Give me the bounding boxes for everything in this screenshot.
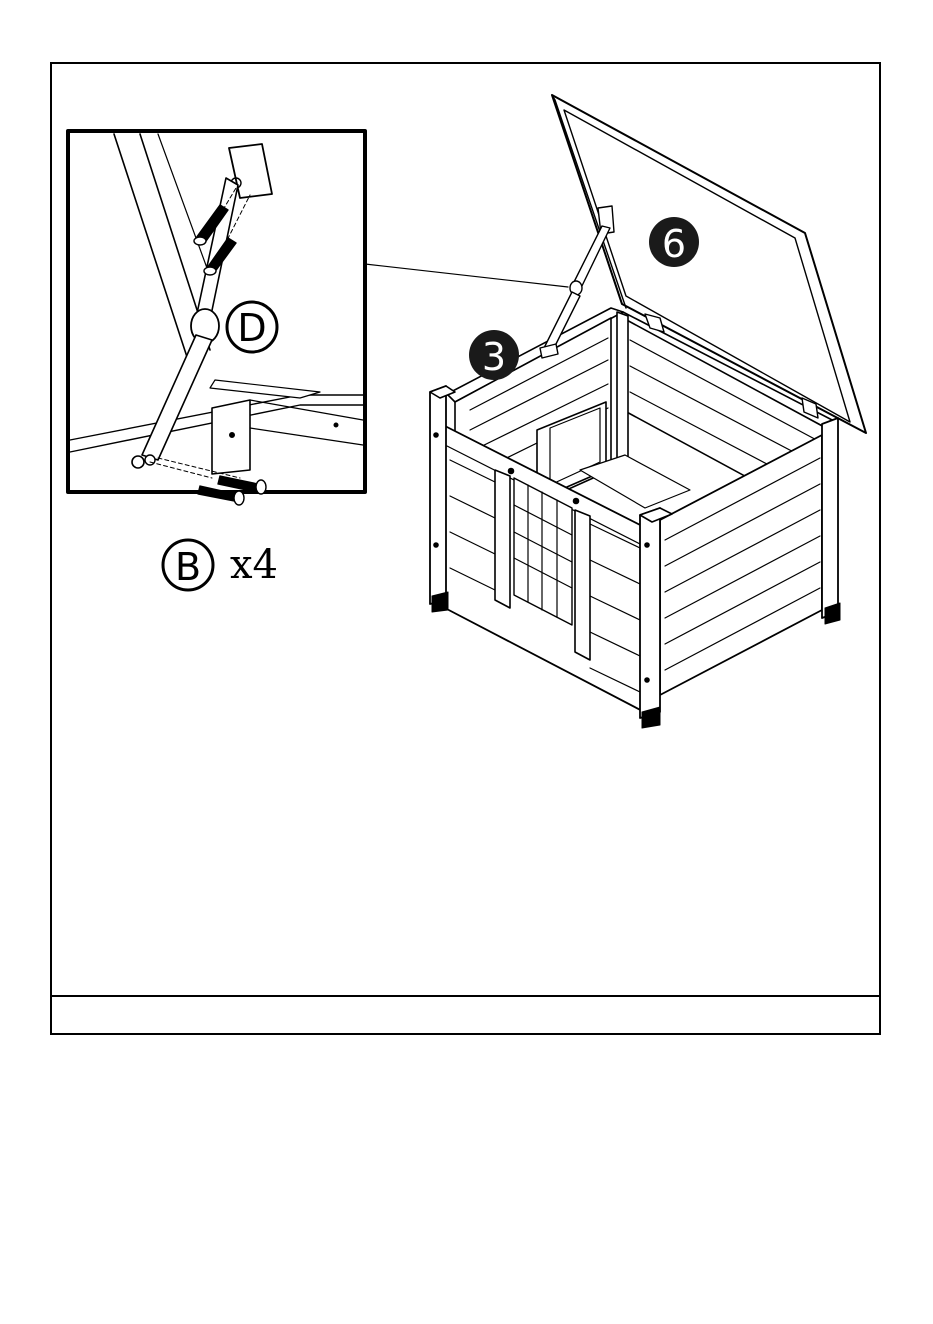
step-3-label: 3: [482, 335, 506, 379]
leader-line: [365, 264, 568, 287]
part-b-label: B: [175, 545, 201, 589]
screw-quantity: B x4: [163, 540, 278, 590]
part-d-label: D: [237, 306, 266, 350]
step-badge-wall: 3: [469, 330, 519, 380]
dog-house: [430, 95, 866, 728]
screw-count: x4: [230, 542, 278, 588]
step-6-label: 6: [662, 222, 686, 266]
step-badge-lid: 6: [649, 217, 699, 267]
detail-inset: D: [68, 131, 365, 505]
